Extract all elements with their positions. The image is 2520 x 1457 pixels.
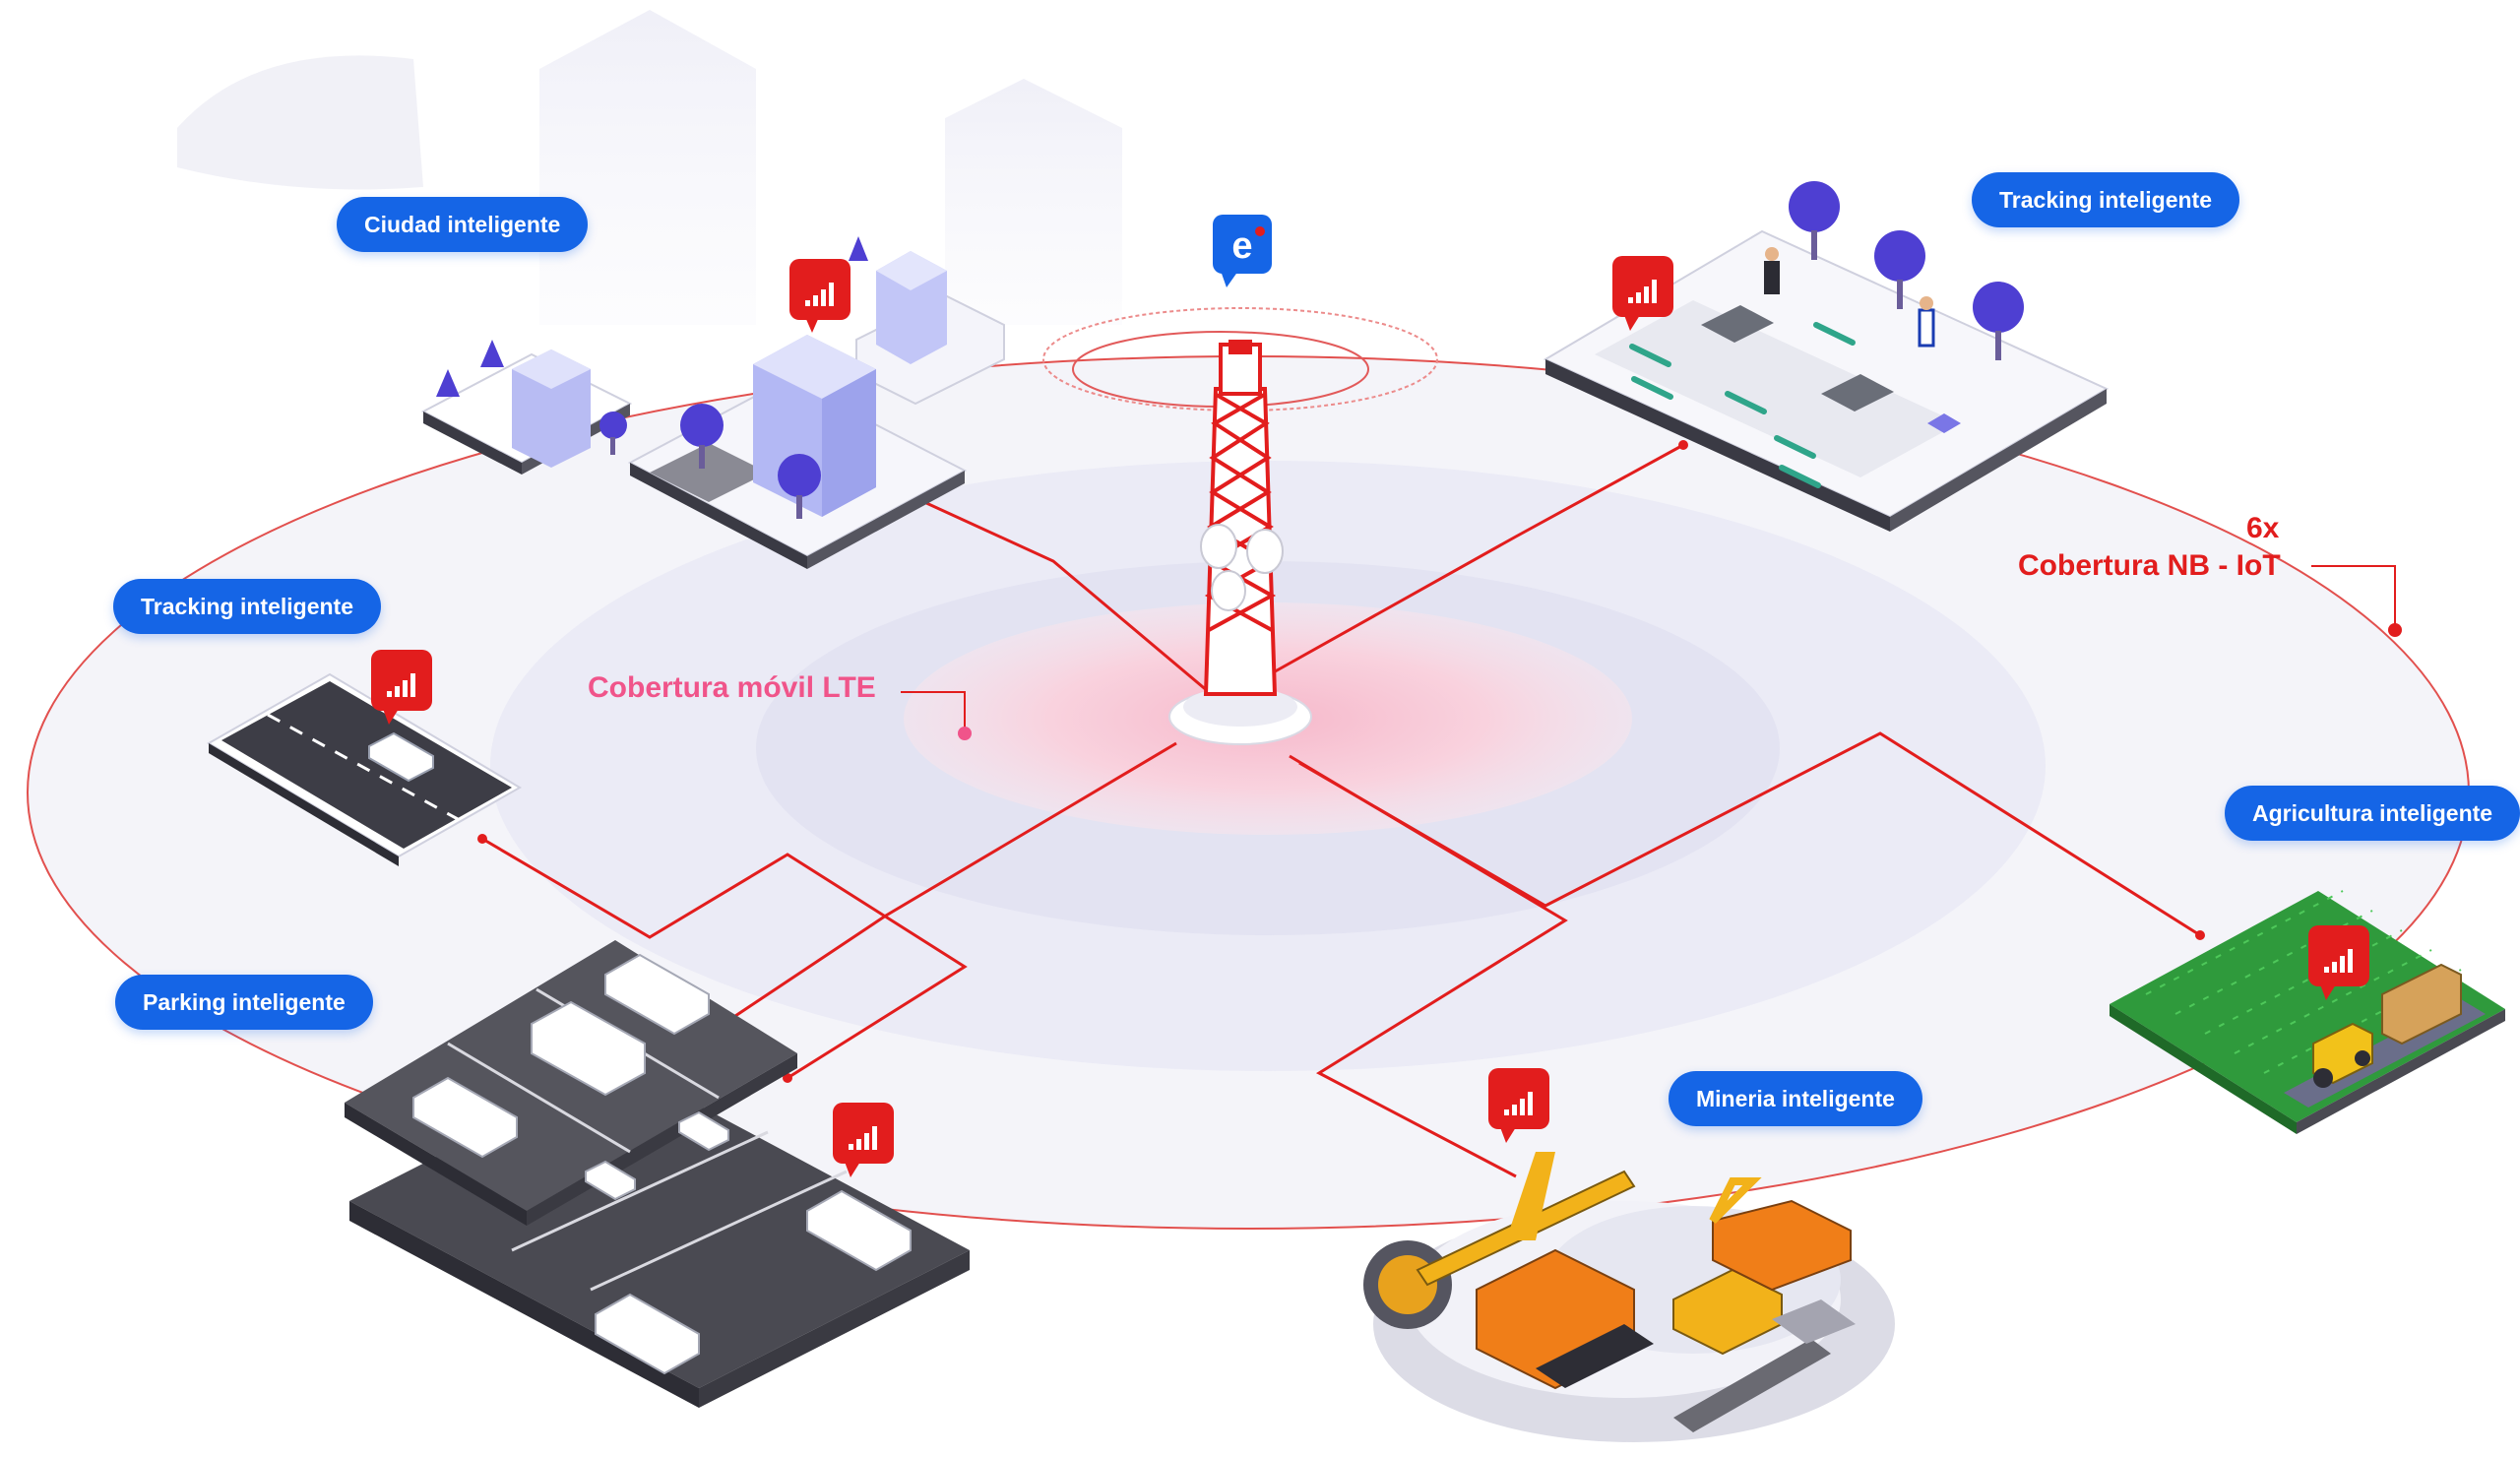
smart-city-platform	[420, 236, 1005, 569]
link-ciudad	[913, 495, 1210, 694]
label-tracking-inteligente-top: Tracking inteligente	[1972, 172, 2239, 227]
label-ciudad-inteligente: Ciudad inteligente	[337, 197, 589, 252]
label-mineria-inteligente: Mineria inteligente	[1669, 1071, 1922, 1126]
label-nbiot-multiplier: 6x	[2246, 512, 2280, 544]
tracking-top-platform	[1543, 181, 2110, 532]
brand-logo: e	[1213, 215, 1272, 287]
cell-tower	[1168, 340, 1312, 745]
link-nbiot-label	[2311, 565, 2396, 630]
signal-icon	[1612, 256, 1673, 331]
background-buildings	[177, 10, 1122, 325]
link-tracking-top	[1269, 443, 1684, 676]
link-agricultura	[1298, 731, 2201, 937]
label-parking-inteligente: Parking inteligente	[115, 975, 373, 1030]
agriculture-field	[2110, 890, 2505, 1134]
label-cobertura-nbiot: Cobertura NB - IoT	[2018, 549, 2281, 582]
svg-text:e: e	[1231, 225, 1252, 267]
signal-icon	[371, 650, 432, 725]
mining-site	[1363, 1068, 1895, 1442]
link-parking	[481, 837, 968, 1080]
link-lte-label	[901, 691, 966, 733]
label-tracking-inteligente-left: Tracking inteligente	[113, 579, 381, 634]
parking-platform	[345, 940, 970, 1408]
signal-icon	[2308, 925, 2369, 1000]
signal-icon	[1488, 1068, 1549, 1143]
tracking-left-road	[207, 650, 522, 866]
label-cobertura-lte: Cobertura móvil LTE	[588, 671, 876, 704]
signal-icon	[833, 1103, 894, 1177]
signal-icon	[789, 259, 850, 333]
label-agricultura-inteligente: Agricultura inteligente	[2225, 786, 2520, 841]
